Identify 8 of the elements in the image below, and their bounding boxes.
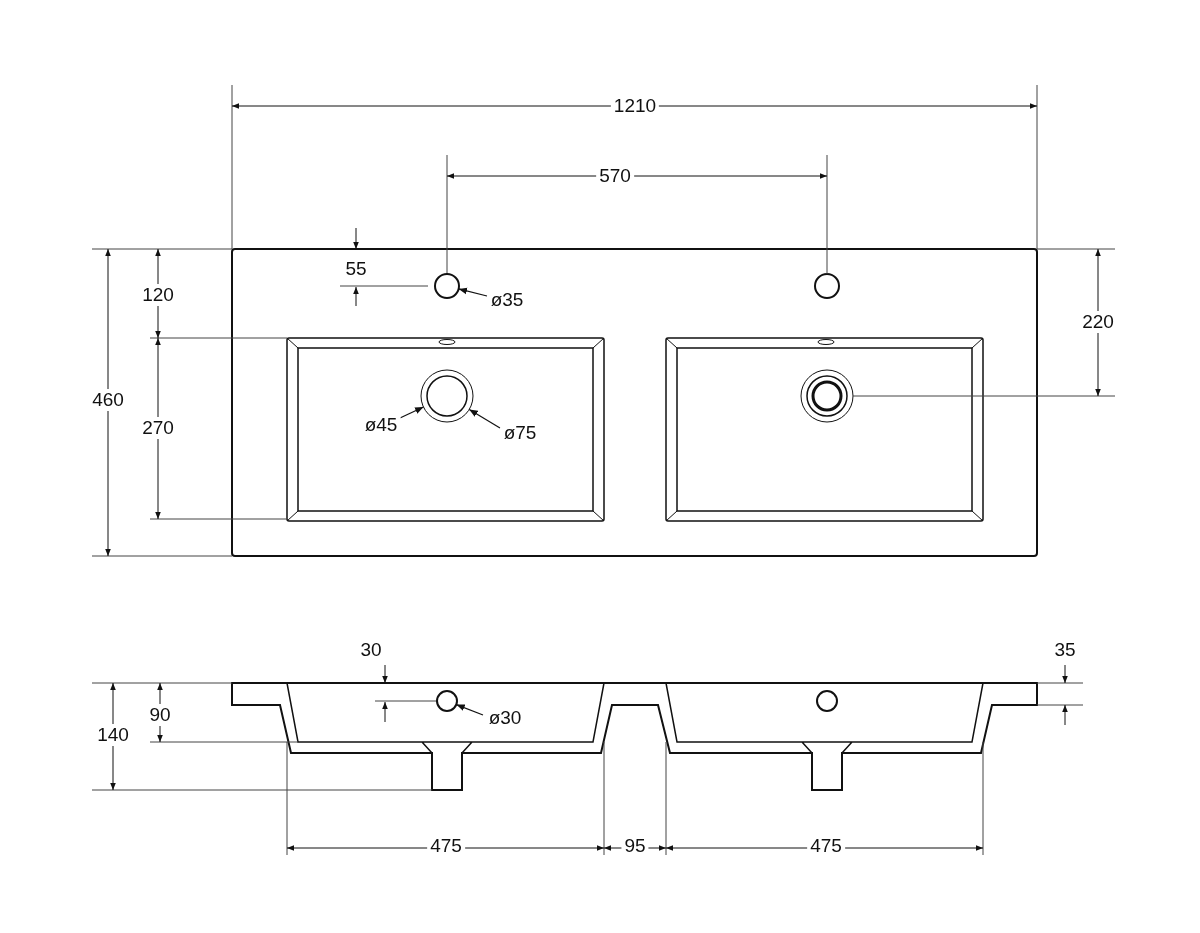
- leader-line: [468, 408, 501, 429]
- tap-hole: [434, 273, 460, 299]
- overflow-hole: [436, 690, 458, 712]
- drain-hole: [420, 369, 474, 423]
- leader-line: [458, 287, 488, 297]
- dimension-label: 460: [89, 389, 127, 411]
- leader-line: [399, 406, 425, 419]
- leader-line: [455, 704, 484, 716]
